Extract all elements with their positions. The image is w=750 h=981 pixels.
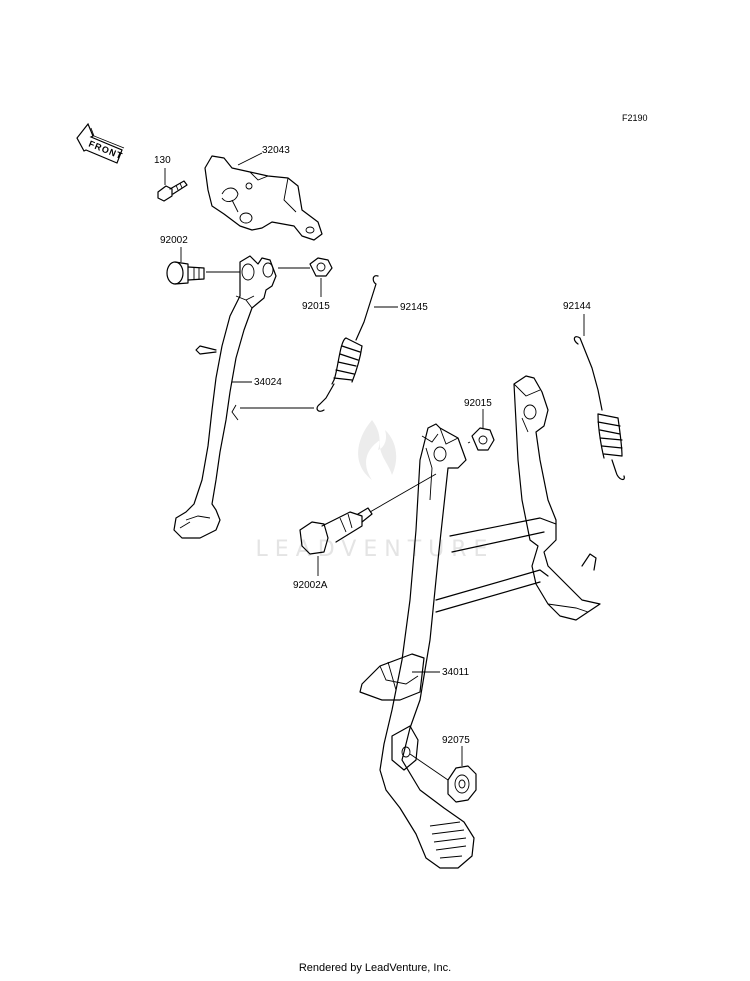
pin-92002-icon xyxy=(166,261,205,285)
watermark-text: LEADVENTURE xyxy=(256,537,495,562)
nut-92015-upper-icon xyxy=(309,257,333,277)
label-92075: 92075 xyxy=(442,735,470,746)
leadventure-watermark: LEADVENTURE xyxy=(256,420,495,562)
front-arrow-icon: FRONT xyxy=(76,122,124,164)
label-92002: 92002 xyxy=(160,235,188,246)
label-92144: 92144 xyxy=(563,301,591,312)
label-92145: 92145 xyxy=(400,302,428,313)
label-92002A: 92002A xyxy=(293,580,328,591)
bolt-92002A-icon xyxy=(299,507,373,555)
center-stand-34011-icon xyxy=(359,375,601,869)
bolt-130-icon xyxy=(157,180,188,202)
label-34024: 34024 xyxy=(254,377,282,388)
spring-92144-icon xyxy=(573,336,625,481)
side-stand-34024-icon xyxy=(173,255,277,539)
footer-credit: Rendered by LeadVenture, Inc. xyxy=(298,962,452,974)
label-130: 130 xyxy=(154,155,171,166)
label-92015-upper: 92015 xyxy=(302,301,330,312)
rubber-92075-icon xyxy=(447,765,477,803)
bracket-32043-icon xyxy=(204,155,323,241)
nut-92015-lower-icon xyxy=(471,427,495,451)
label-92015-lower: 92015 xyxy=(464,398,492,409)
figure-code: F2190 xyxy=(622,113,648,123)
spring-92145-icon xyxy=(316,275,379,412)
label-34011: 34011 xyxy=(442,667,470,678)
label-32043: 32043 xyxy=(262,145,290,156)
